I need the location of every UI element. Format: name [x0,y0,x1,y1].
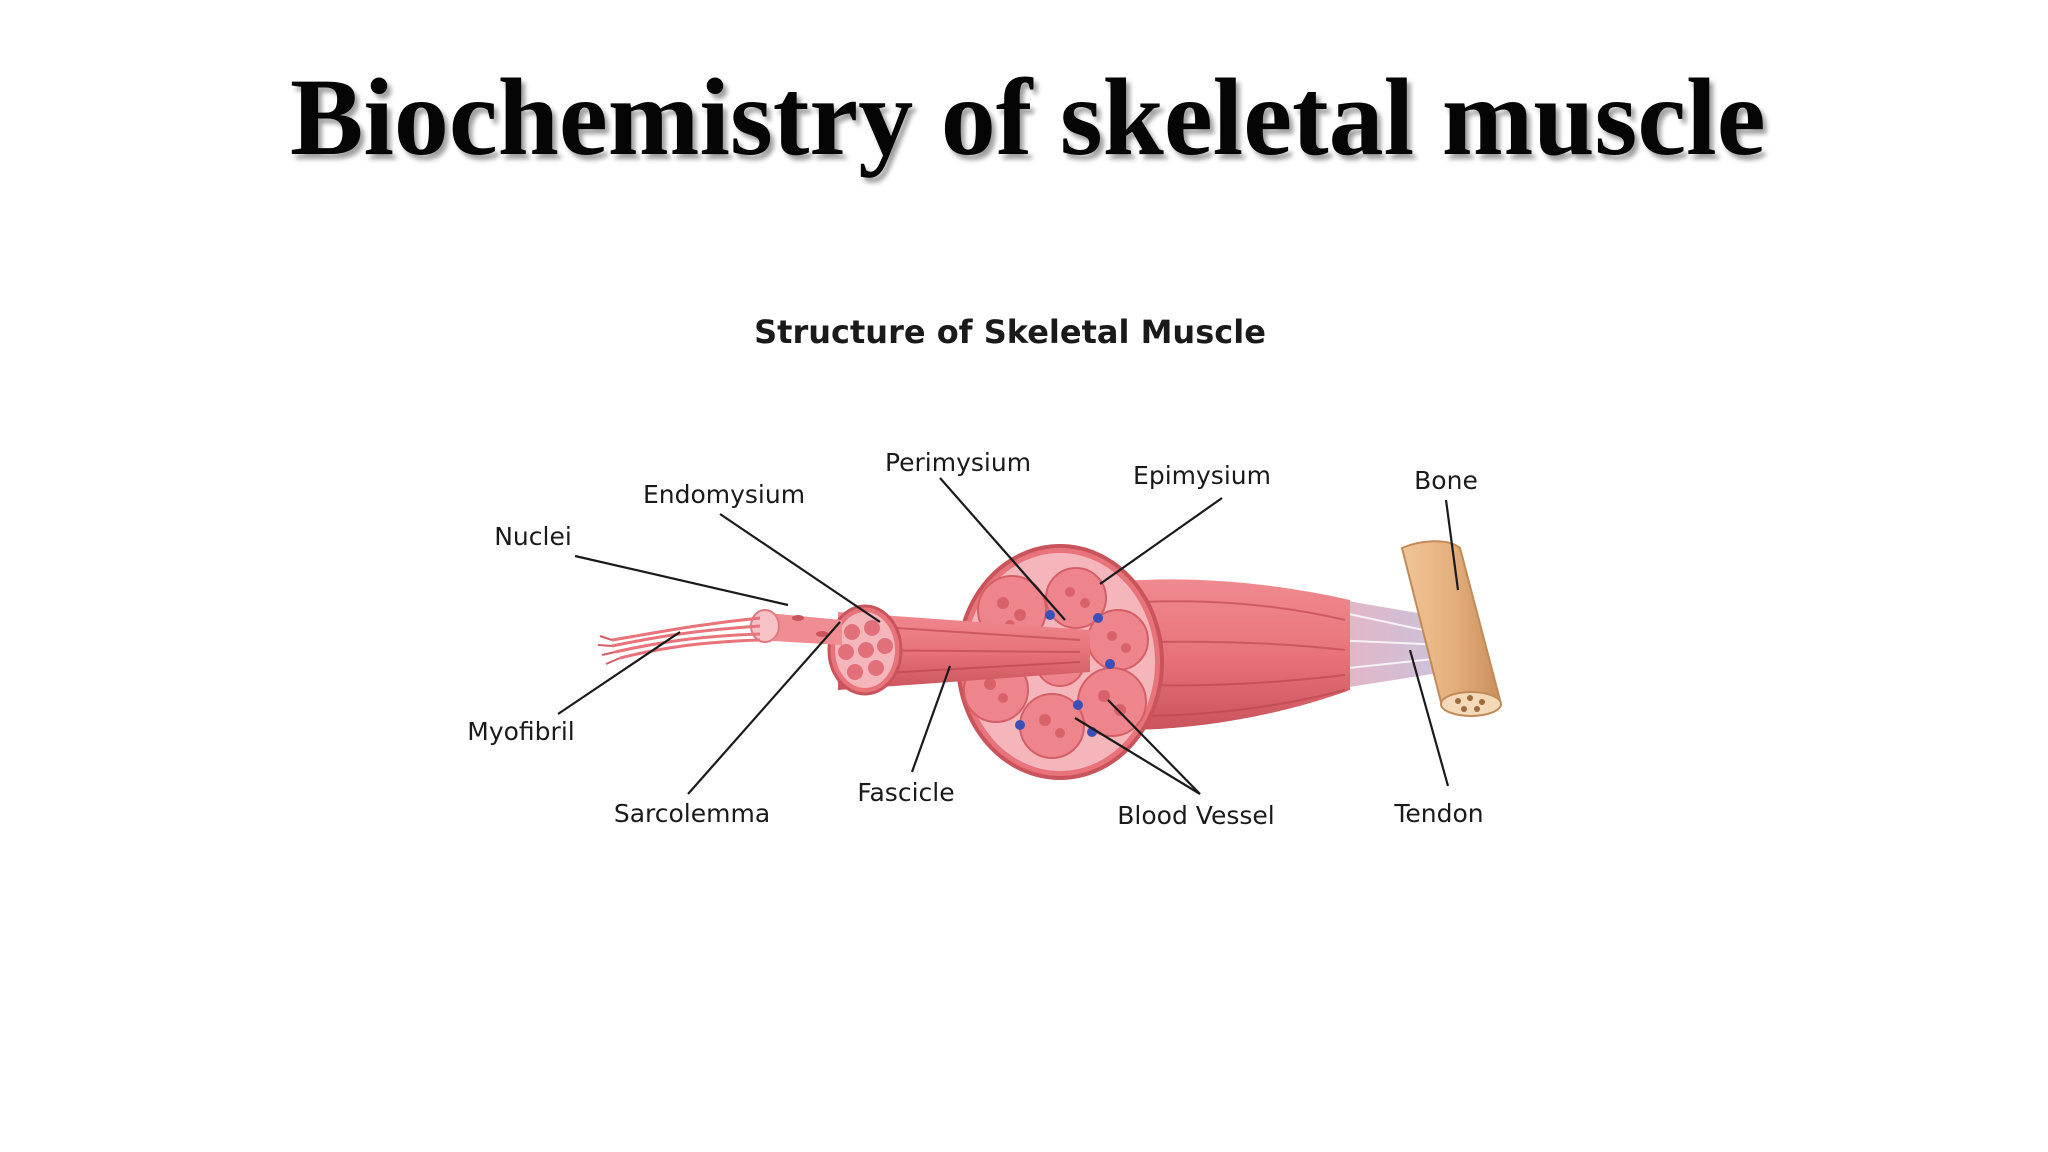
muscle-fiber [751,610,842,645]
diagram-title: Structure of Skeletal Muscle [754,313,1266,351]
label-perimysium: Perimysium [885,448,1031,477]
label-myofibril: Myofibril [467,717,574,746]
label-epimysium: Epimysium [1133,461,1271,490]
label-endomysium: Endomysium [643,480,805,509]
label-bone: Bone [1414,466,1478,495]
label-tendon: Tendon [1393,799,1483,828]
myofibrils [598,618,760,664]
label-sarcolemma: Sarcolemma [614,799,770,828]
label-blood-vessel: Blood Vessel [1117,801,1274,830]
label-fascicle: Fascicle [857,778,954,807]
label-nuclei: Nuclei [494,522,572,551]
